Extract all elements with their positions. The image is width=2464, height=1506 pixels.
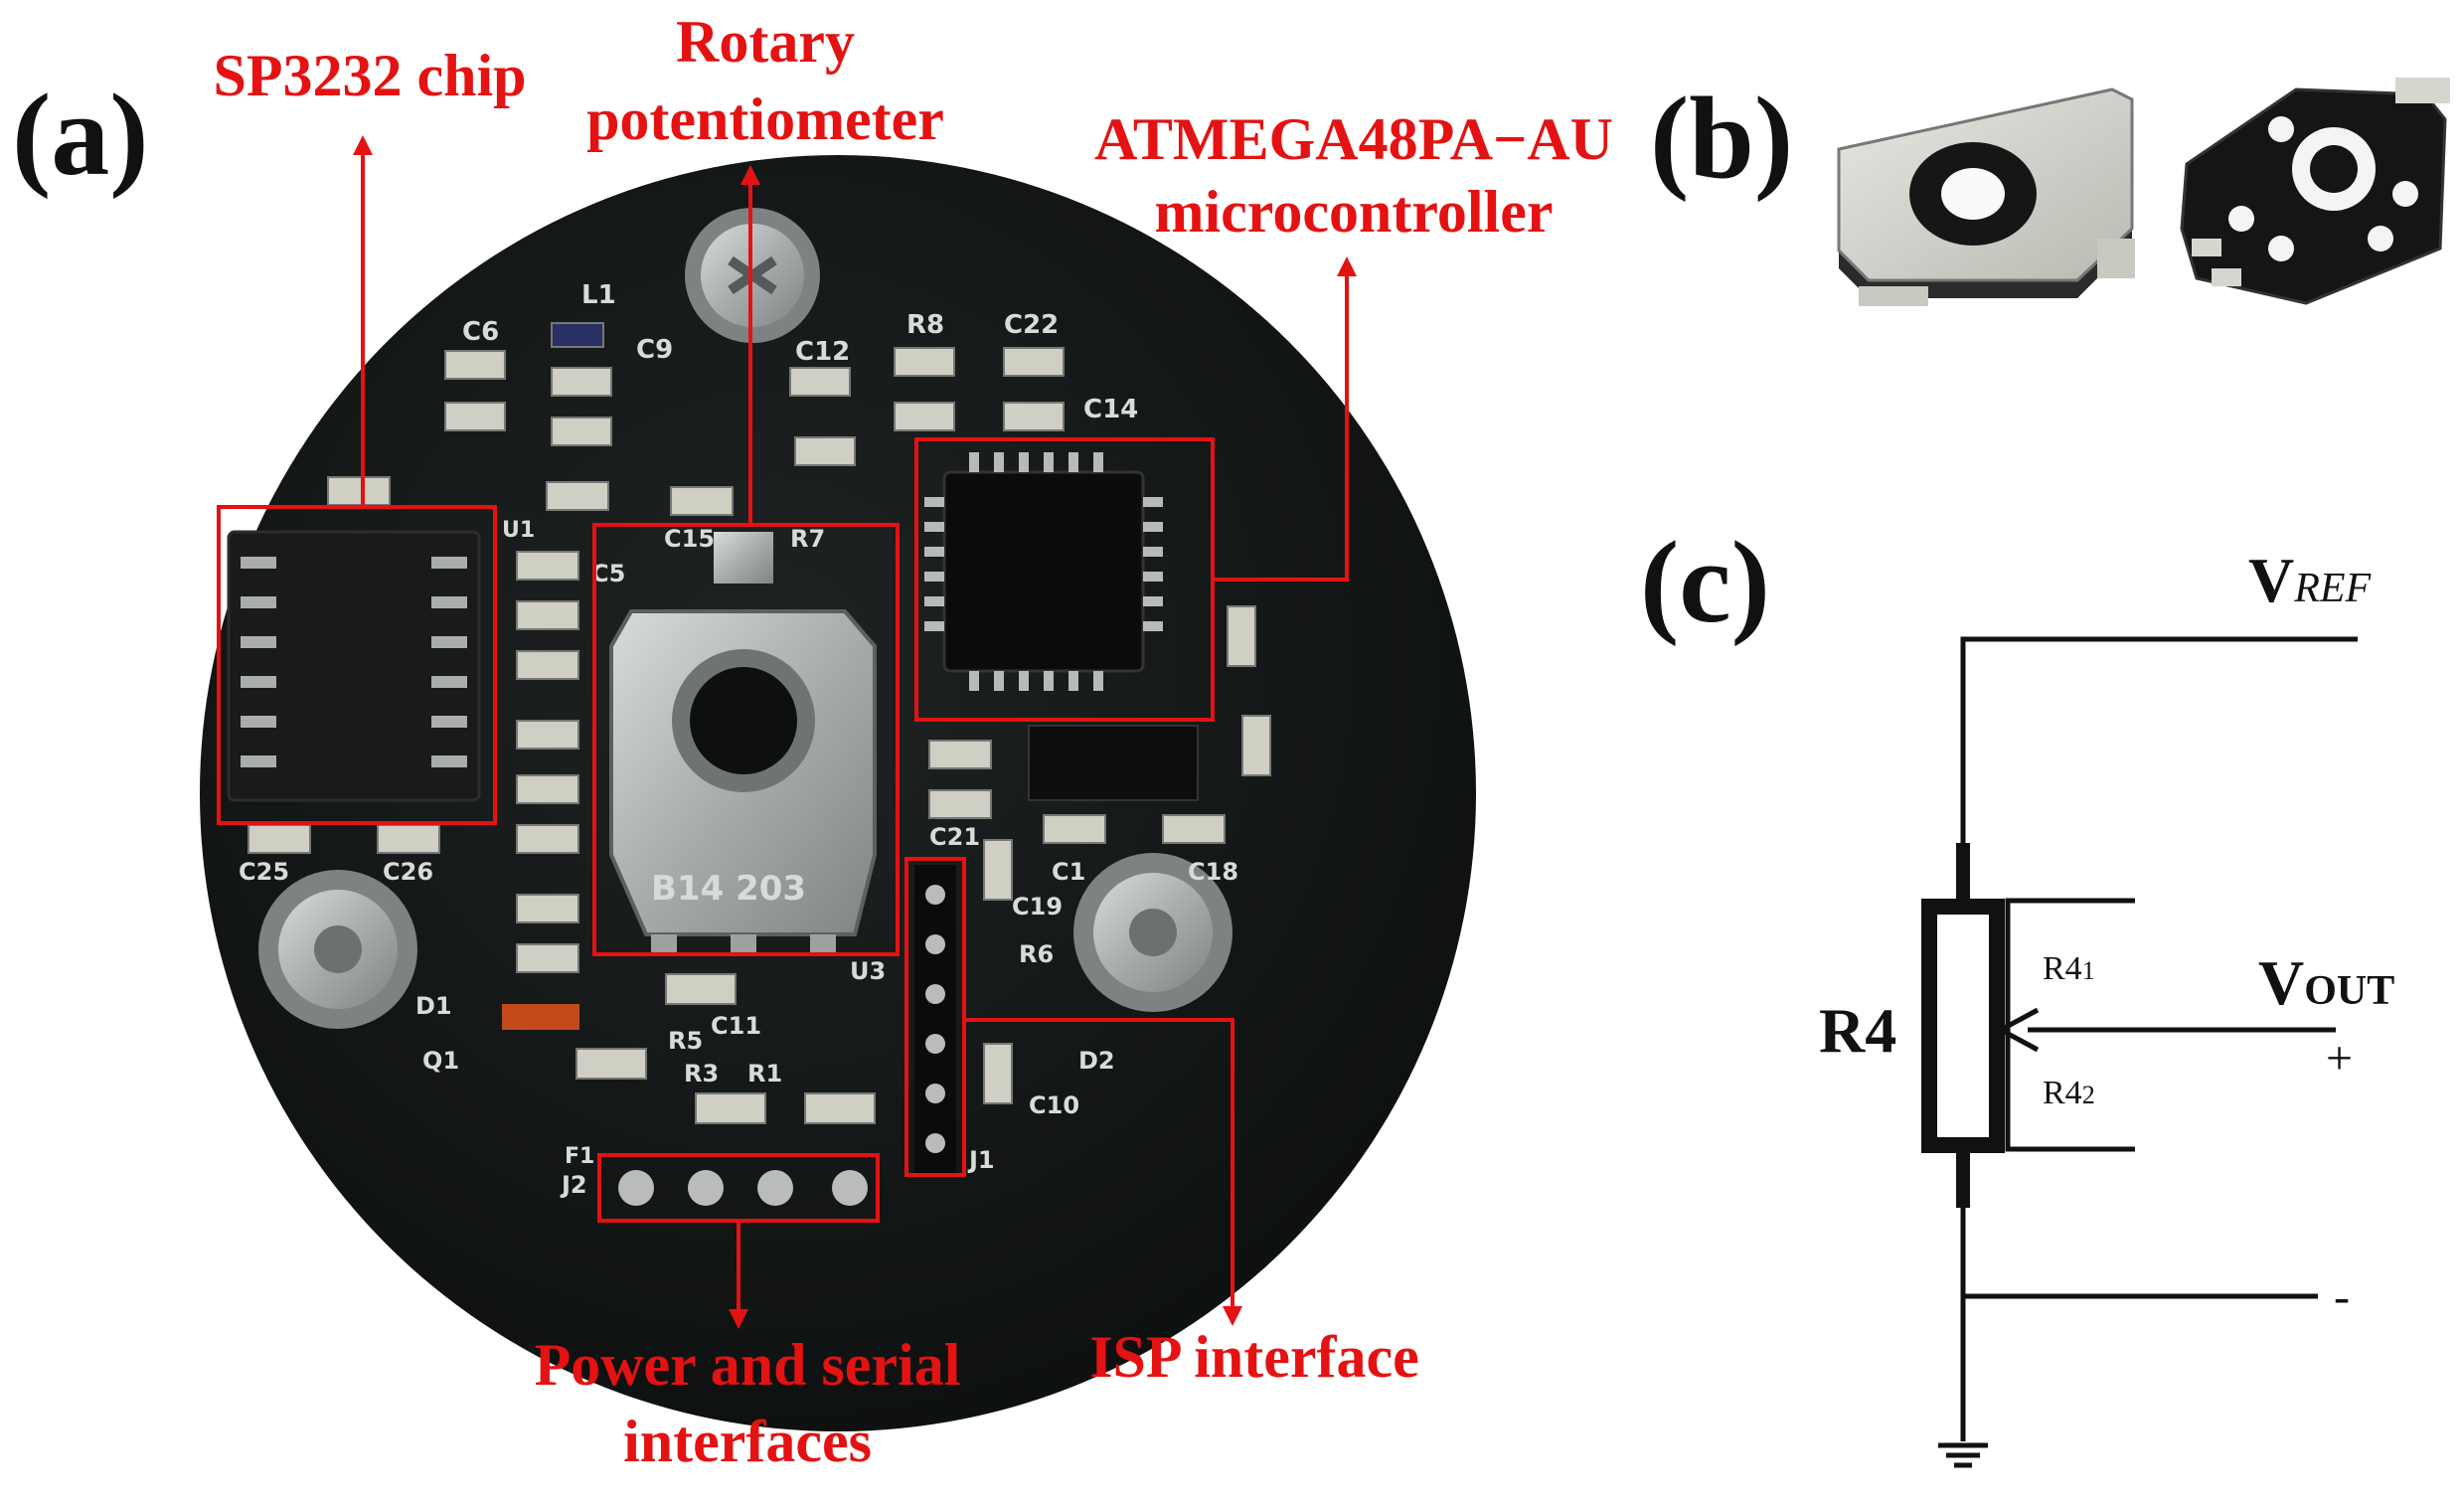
potentiometer-photo-bottom: [2180, 78, 2450, 305]
silk-label: C18: [1188, 858, 1238, 886]
mcu-arrow: [1213, 256, 1357, 582]
silk-label: C25: [239, 858, 289, 886]
screw-bottom-left: [258, 870, 417, 1029]
sp3232-label: SP3232 chip: [213, 43, 526, 108]
vout-sub: OUT: [2304, 968, 2394, 1014]
rotary-label-line2: potentiometer: [586, 86, 944, 152]
panel-label-b: (b): [1650, 73, 1793, 203]
silk-label: C15: [664, 525, 715, 553]
isp-header-image: [914, 865, 956, 1173]
vref-sub: REF: [2293, 566, 2371, 611]
minus-sign: -: [2334, 1270, 2350, 1323]
silk-label: C22: [1004, 310, 1059, 340]
silk-label: R5: [668, 1027, 703, 1055]
silk-label: D2: [1078, 1047, 1115, 1075]
r41-main: R4: [2043, 950, 2082, 987]
mcu-label-line1: ATMEGA48PA−AU: [1094, 106, 1613, 172]
silk-label: C11: [711, 1012, 761, 1040]
silk-label: L1: [581, 280, 616, 310]
silk-label: F1: [565, 1144, 594, 1169]
silk-label: C1: [1052, 858, 1085, 886]
r41-label: R41: [2043, 950, 2095, 987]
silk-label: C21: [929, 823, 980, 851]
rotary-label-line1: Rotary: [676, 9, 855, 75]
atmega-chip-image: [924, 452, 1163, 691]
r42-main: R4: [2043, 1075, 2082, 1111]
pcb-board-photo: B14 203: [200, 155, 1476, 1431]
silk-label: J2: [560, 1171, 587, 1199]
silk-label: C26: [383, 858, 433, 886]
isp-highlight-box: [904, 857, 966, 1177]
r41-sub: 1: [2082, 956, 2095, 985]
silk-label: D1: [415, 992, 452, 1020]
silk-label: C14: [1083, 395, 1138, 424]
r4-resistor-body: [1921, 899, 2005, 1153]
panel-label-a: (a): [12, 70, 149, 200]
potentiometer-marking: B14 203: [651, 869, 806, 909]
regulator-chip-image: [1028, 725, 1199, 801]
isp-label: ISP interface: [1089, 1324, 1419, 1390]
ground-symbol: [1938, 1442, 1988, 1468]
r4-label: R4: [1819, 995, 1896, 1066]
silk-label: Q1: [422, 1047, 459, 1075]
rotary-highlight-box: [592, 523, 900, 956]
vref-main: V: [2248, 545, 2294, 615]
silk-label: C5: [591, 560, 625, 587]
sp3232-highlight-box: [217, 505, 497, 825]
r42-sub: 2: [2082, 1081, 2095, 1109]
diode-d1: [502, 1004, 579, 1030]
vout-label: VOUT: [2258, 947, 2394, 1018]
mcu-label-line2: microcontroller: [1155, 179, 1554, 245]
rotary-potentiometer-image: B14 203: [609, 532, 877, 956]
smd-components: [247, 322, 1271, 1124]
silk-label: C12: [795, 337, 850, 367]
power-serial-pads-image: [618, 1170, 868, 1206]
sp3232-chip-image: [227, 530, 481, 802]
wiper-arrowhead: [1999, 1007, 2040, 1053]
silk-label: R6: [1019, 940, 1054, 968]
silk-label: C6: [462, 317, 499, 347]
silk-label: C10: [1029, 1091, 1079, 1119]
pcb-silkscreen: C6 L1 C9 C12 R8 C22 C14 C15 R7 C5 C21 C1…: [239, 280, 1238, 1199]
silk-label: U3: [850, 957, 886, 985]
vref-label: VREF: [2248, 545, 2372, 615]
power-serial-label-line2: interfaces: [623, 1409, 872, 1474]
silk-label: R3: [684, 1060, 719, 1088]
vout-main: V: [2258, 947, 2304, 1018]
power-serial-label-line1: Power and serial: [535, 1332, 961, 1398]
silk-label: C19: [1012, 893, 1063, 920]
potentiometer-circuit: VREF VOUT R4 R41 R42 + -: [1819, 545, 2394, 1468]
panel-label-c: (c): [1640, 517, 1770, 647]
isp-arrow: [964, 1018, 1242, 1326]
silk-label: C9: [636, 335, 673, 365]
screw-bottom-right: [1073, 853, 1232, 1012]
silk-label: R8: [906, 310, 944, 340]
potentiometer-photo-top: [1837, 87, 2135, 306]
silk-label: R1: [747, 1060, 782, 1088]
plus-sign: +: [2326, 1032, 2353, 1085]
silk-label: R7: [790, 525, 825, 553]
r42-label: R42: [2043, 1075, 2095, 1111]
silk-label: J1: [967, 1146, 995, 1174]
silk-label: U1: [502, 518, 535, 543]
callout-arrows: [353, 135, 1357, 1329]
